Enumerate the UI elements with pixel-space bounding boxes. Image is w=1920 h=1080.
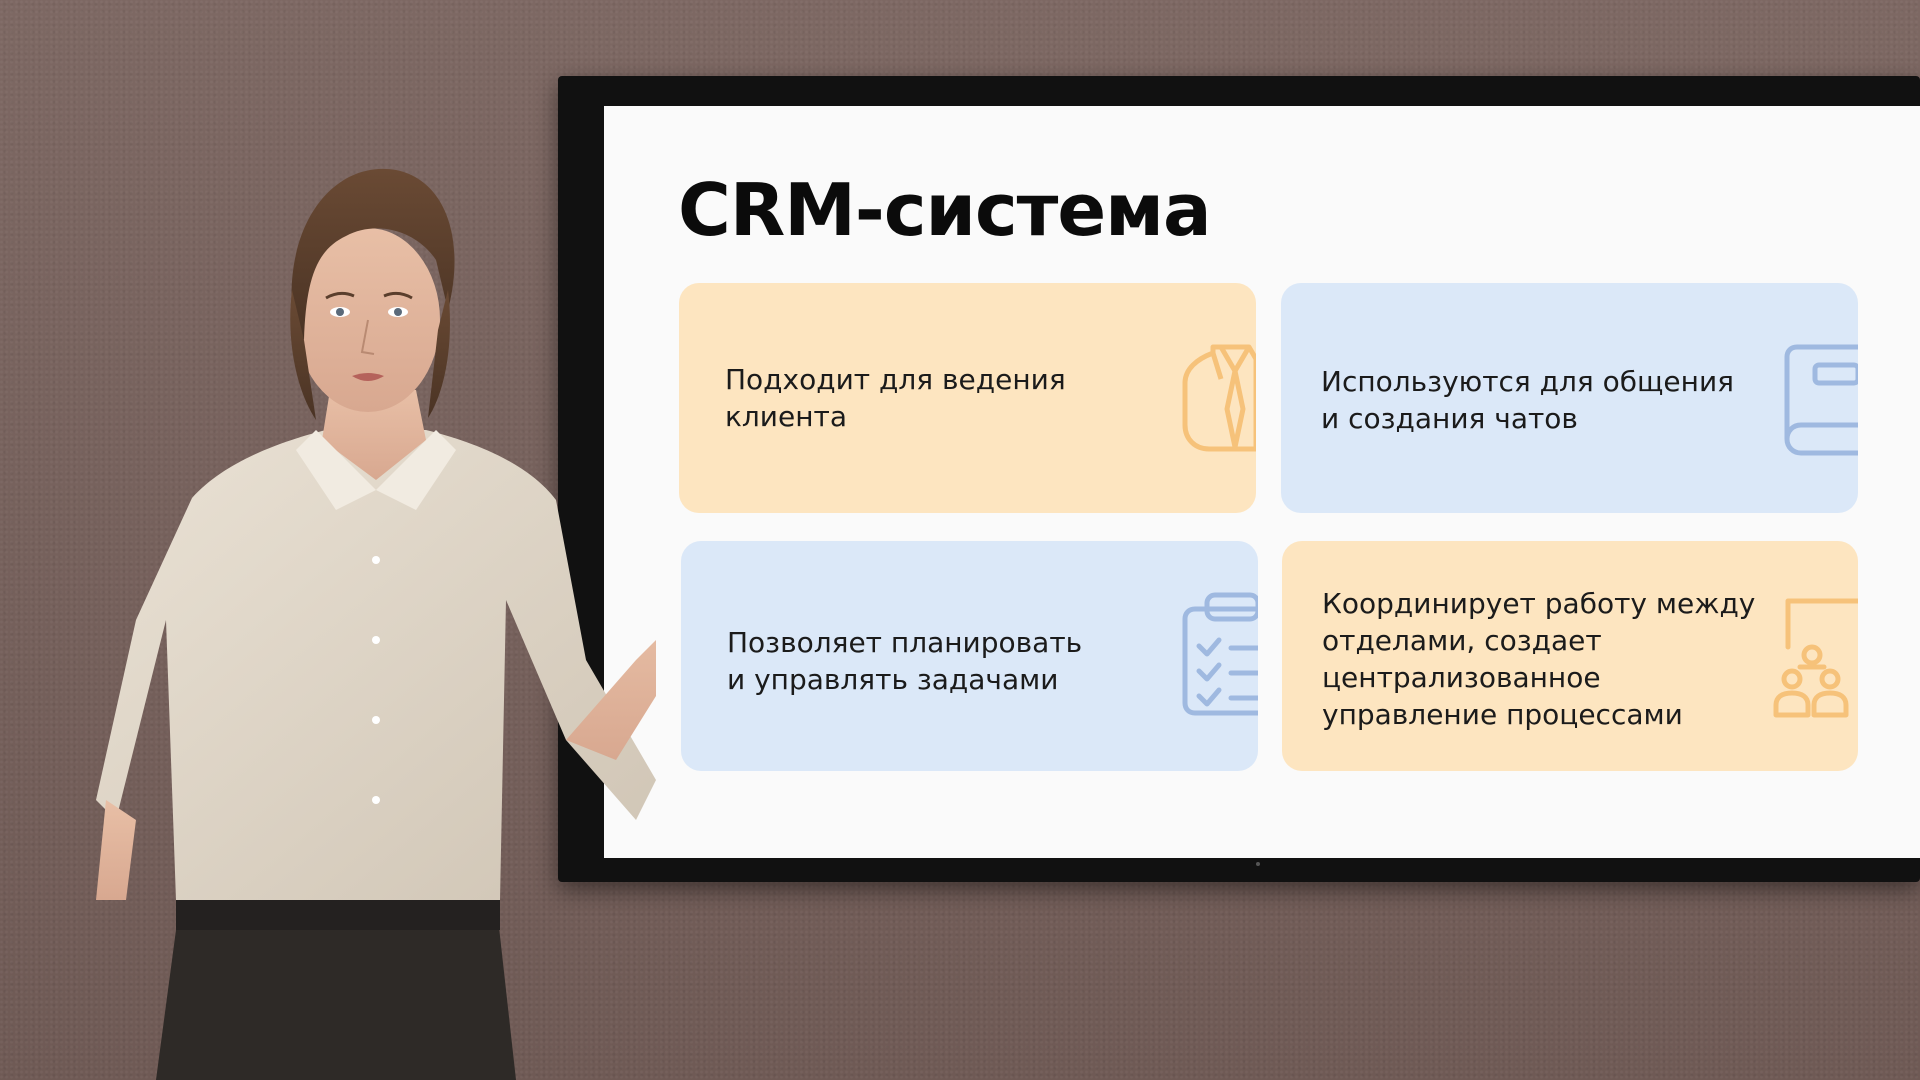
team-board-icon: [1773, 598, 1858, 718]
card-client-management: Подходит для ведения клиента: [679, 283, 1256, 513]
card-text: Подходит для ведения клиента: [725, 363, 1066, 433]
card-coordination: Координирует работу между отделами, созд…: [1282, 541, 1858, 771]
card-text: Используются для общения и создания чато…: [1321, 365, 1734, 435]
card-text: Позволяет планировать и управлять задача…: [727, 626, 1083, 696]
presenter-person: [96, 168, 656, 1080]
card-tasks: Позволяет планировать и управлять задача…: [681, 541, 1258, 771]
tv-power-led: [1256, 862, 1260, 866]
card-text: Координирует работу между отделами, созд…: [1322, 587, 1756, 731]
shirt-tie-icon: [1182, 344, 1256, 452]
slide-title: CRM-система: [678, 168, 1212, 252]
book-icon: [1784, 344, 1858, 456]
checklist-icon: [1182, 592, 1258, 716]
card-chats: Используются для общения и создания чато…: [1281, 283, 1858, 513]
